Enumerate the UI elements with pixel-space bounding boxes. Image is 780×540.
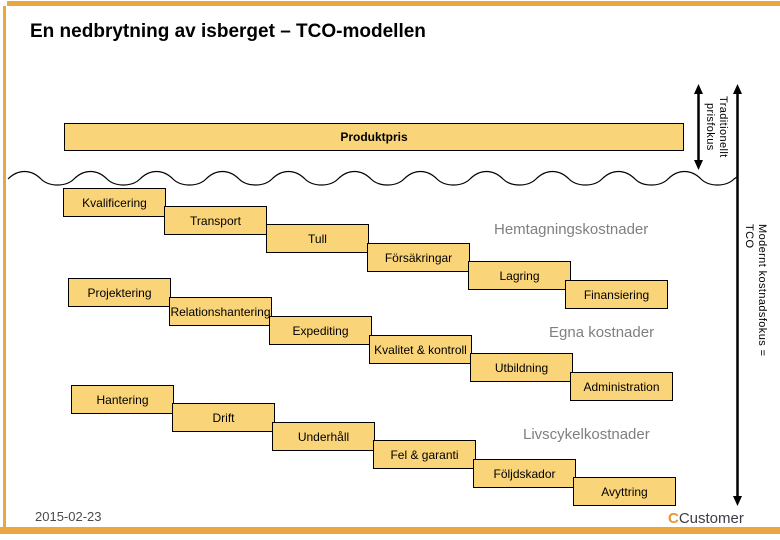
box-forsakringar: Försäkringar — [367, 243, 470, 272]
box-kvalificering: Kvalificering — [63, 188, 166, 217]
box-hantering: Hantering — [71, 385, 174, 414]
box-transport: Transport — [164, 206, 267, 235]
logo-initial: C — [668, 510, 679, 527]
box-relationshantering: Relationshantering — [169, 297, 272, 326]
slide-date: 2015-02-23 — [35, 509, 102, 524]
top-accent-bar — [7, 1, 780, 6]
box-lagring: Lagring — [468, 261, 571, 290]
box-tull: Tull — [266, 224, 369, 253]
modern-focus-arrow — [733, 84, 742, 506]
box-foljdskador: Följdskador — [473, 459, 576, 488]
left-accent-bar — [3, 6, 6, 527]
product-price-box: Produktpris — [64, 123, 684, 151]
label-traditional-price-focus: Traditionellt prisfokus — [704, 96, 729, 158]
company-logo: CCustomer — [668, 510, 744, 527]
page-title: En nedbrytning av isberget – TCO-modelle… — [30, 21, 426, 42]
box-avyttring: Avyttring — [573, 477, 676, 506]
arrow-up-icon — [694, 84, 703, 94]
logo-text: Customer — [678, 510, 744, 527]
box-administration: Administration — [570, 372, 673, 401]
waterline-wavy-divider — [7, 170, 738, 186]
arrow-down-icon — [694, 160, 703, 170]
box-utbildning: Utbildning — [470, 353, 573, 382]
box-underhall: Underhåll — [272, 422, 375, 451]
box-fel-garanti: Fel & garanti — [373, 440, 476, 469]
box-drift: Drift — [172, 403, 275, 432]
box-finansiering: Finansiering — [565, 280, 668, 309]
arrow-up-icon — [733, 84, 742, 94]
group-label-livscykelkostnader: Livscykelkostnader — [523, 426, 650, 443]
arrow-down-icon — [733, 496, 742, 506]
group-label-egna-kostnader: Egna kostnader — [549, 324, 655, 341]
box-projektering: Projektering — [68, 278, 171, 307]
box-expediting: Expediting — [269, 316, 372, 345]
group-label-hemtagningskostnader: Hemtagningskostnader — [494, 221, 649, 238]
label-modern-cost-focus: Modernt kostnadsfokus = TCO — [743, 224, 768, 357]
box-kvalitet-kontroll: Kvalitet & kontroll — [369, 335, 472, 364]
bottom-accent-bar — [0, 527, 780, 534]
traditional-focus-arrow — [694, 84, 703, 170]
